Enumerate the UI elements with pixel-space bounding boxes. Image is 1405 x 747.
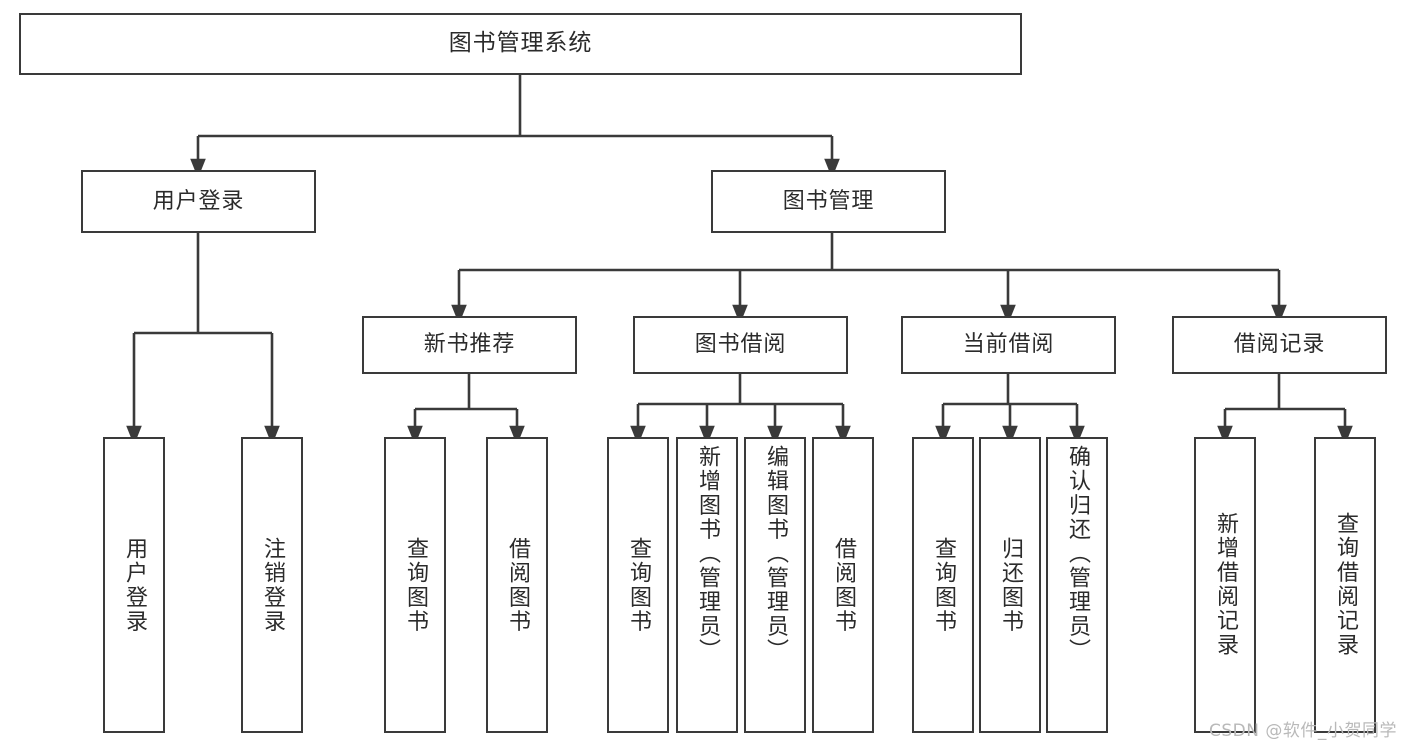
leaf-new-book-borrow-book[interactable]: 借阅图书: [486, 437, 548, 733]
leaf-book-borrow-query-book[interactable]: 查询图书: [607, 437, 669, 733]
leaf-borrow-record-add-record[interactable]: 新增借阅记录: [1194, 437, 1256, 733]
node-label: 查询图书: [931, 536, 956, 634]
leaf-logout[interactable]: 注销登录: [241, 437, 303, 733]
node-label: 查询图书: [403, 536, 428, 634]
node-user-login[interactable]: 用户登录: [81, 170, 316, 233]
csdn-watermark: CSDN @软件_小贺同学: [1208, 721, 1397, 741]
leaf-borrow-record-query-record[interactable]: 查询借阅记录: [1314, 437, 1376, 733]
leaf-new-book-query-book[interactable]: 查询图书: [384, 437, 446, 733]
node-label: 编辑图书（管理员）: [763, 445, 788, 663]
node-label: 图书借阅: [694, 332, 787, 358]
node-label: 当前借阅: [962, 332, 1055, 358]
leaf-book-borrow-borrow-book[interactable]: 借阅图书: [812, 437, 874, 733]
node-current-borrow[interactable]: 当前借阅: [901, 316, 1116, 374]
node-book-management[interactable]: 图书管理: [711, 170, 946, 233]
node-label: 新增图书（管理员）: [695, 445, 720, 663]
node-label: 查询图书: [626, 536, 651, 634]
node-book-borrow[interactable]: 图书借阅: [633, 316, 848, 374]
node-label: 新增借阅记录: [1213, 512, 1238, 658]
leaf-book-borrow-edit-book-admin[interactable]: 编辑图书（管理员）: [744, 437, 806, 733]
node-label: 借阅记录: [1233, 332, 1326, 358]
node-label: 图书管理: [782, 188, 875, 214]
node-label: 用户登录: [152, 188, 245, 214]
leaf-book-borrow-add-book-admin[interactable]: 新增图书（管理员）: [676, 437, 738, 733]
node-root-book-management-system[interactable]: 图书管理系统: [19, 13, 1022, 75]
node-label: 图书管理系统: [448, 30, 593, 57]
node-label: 归还图书: [998, 536, 1023, 634]
node-label: 注销登录: [260, 536, 285, 634]
node-label: 确认归还（管理员）: [1065, 445, 1090, 663]
node-label: 借阅图书: [505, 536, 530, 634]
leaf-current-borrow-return-book[interactable]: 归还图书: [979, 437, 1041, 733]
node-label: 新书推荐: [423, 332, 516, 358]
leaf-current-borrow-confirm-return-admin[interactable]: 确认归还（管理员）: [1046, 437, 1108, 733]
leaf-current-borrow-query-book[interactable]: 查询图书: [912, 437, 974, 733]
node-borrow-record[interactable]: 借阅记录: [1172, 316, 1387, 374]
node-label: 查询借阅记录: [1333, 512, 1358, 658]
leaf-user-login[interactable]: 用户登录: [103, 437, 165, 733]
node-label: 借阅图书: [831, 536, 856, 634]
node-new-book-recommend[interactable]: 新书推荐: [362, 316, 577, 374]
node-label: 用户登录: [122, 536, 147, 634]
